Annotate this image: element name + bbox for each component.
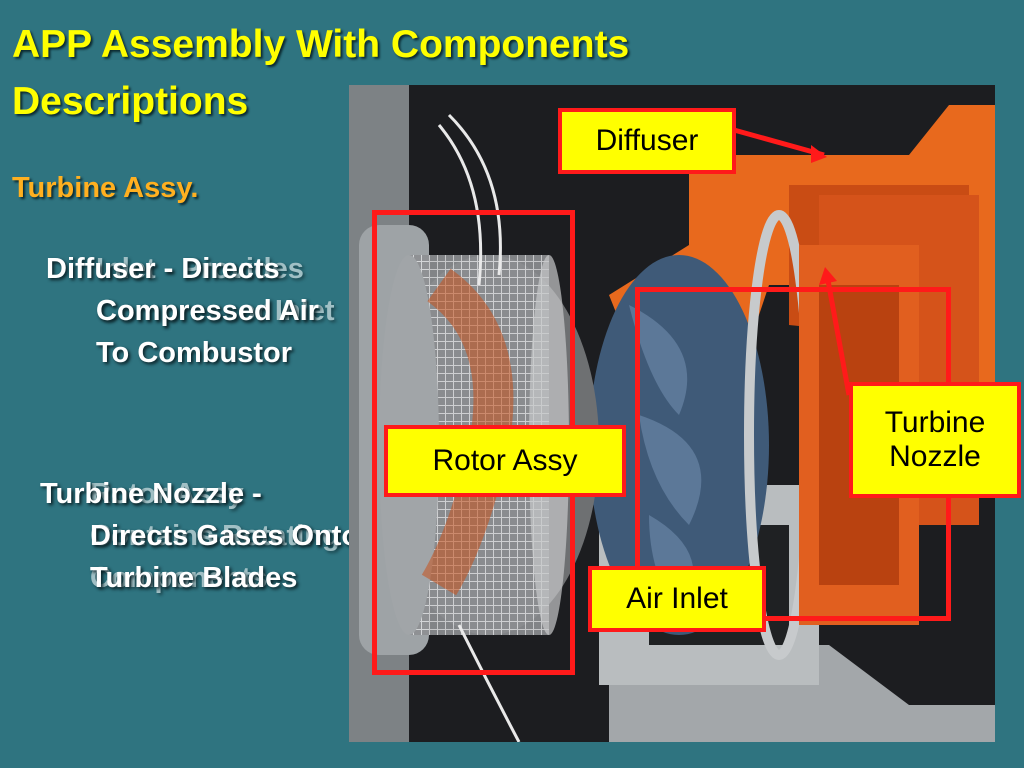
slide-subtitle: Turbine Assy. <box>12 172 199 204</box>
callout-air-inlet: Air Inlet <box>588 566 766 632</box>
callout-turbine-nozzle: Turbine Nozzle <box>849 382 1021 498</box>
callout-rotor-assy: Rotor Assy <box>384 425 626 497</box>
bullet-inlet-ghost: Inlet - Provides Compressor Inlet <box>96 253 335 327</box>
bullet-rotor-ghost: Rotor Assy - Contains Rotating Component… <box>90 478 340 594</box>
callout-diffuser: Diffuser <box>558 108 736 174</box>
bullet-diffuser: Diffuser - Directs Compressed Air To Com… <box>46 253 319 369</box>
bullet-turbine-nozzle: Turbine Nozzle - Directs Gases Onto Turb… <box>40 478 360 594</box>
slide-title: APP Assembly With Components Description… <box>12 23 630 123</box>
